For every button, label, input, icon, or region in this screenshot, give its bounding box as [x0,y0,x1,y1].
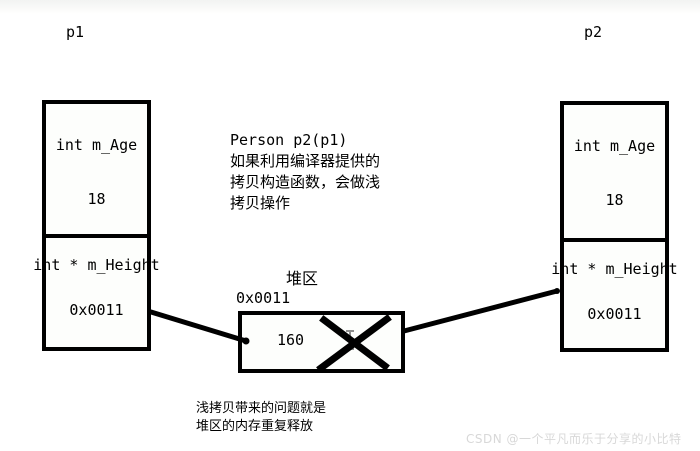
pointer-line-p1-to-heap [148,309,250,345]
object-box-p1: int m_Age 18 int * m_Height 0x0011 [33,100,160,351]
heap-memory-box [238,311,405,373]
object-cell-p1-height: int * m_Height 0x0011 [33,238,159,347]
pointer-line-heap-to-p2 [401,288,560,334]
field-value-m-height-p1: 0x0011 [69,301,124,319]
field-value-m-age-p2: 18 [605,191,624,209]
variable-label-p2: p2 [584,23,603,41]
variable-label-p1: p1 [66,23,85,41]
text-caret-artifact [346,330,354,350]
field-name-m-age-p2: int m_Age [573,137,656,155]
caption-line-2: 堆区的内存重复释放 [196,419,314,434]
heap-value: 160 [277,331,305,349]
csdn-watermark: CSDN @一个平凡而乐于分享的小比特 [466,432,682,446]
field-value-m-age-p1: 18 [87,190,106,208]
field-name-m-height-p1: int * m_Height [33,256,160,274]
heap-title: 堆区 [286,269,319,288]
copy-constructor-note-line-3: 拷贝构造函数，会做浅 [230,173,381,191]
field-name-m-height-p2: int * m_Height [551,260,678,278]
copy-constructor-note-line-2: 如果利用编译器提供的 [230,152,381,170]
object-cell-p1-age: int m_Age 18 [46,104,147,238]
top-gradient-band [0,0,700,14]
object-box-p2: int m_Age 18 int * m_Height 0x0011 [551,101,678,352]
copy-constructor-note-line-1: Person p2(p1) [230,131,348,149]
field-value-m-height-p2: 0x0011 [587,305,642,323]
caption-line-1: 浅拷贝带来的问题就是 [196,401,327,416]
object-cell-p2-age: int m_Age 18 [564,105,665,242]
object-cell-p2-height: int * m_Height 0x0011 [551,242,677,348]
heap-address-label: 0x0011 [236,289,291,307]
copy-constructor-note-line-4: 拷贝操作 [230,194,291,212]
field-name-m-age-p1: int m_Age [55,136,138,154]
